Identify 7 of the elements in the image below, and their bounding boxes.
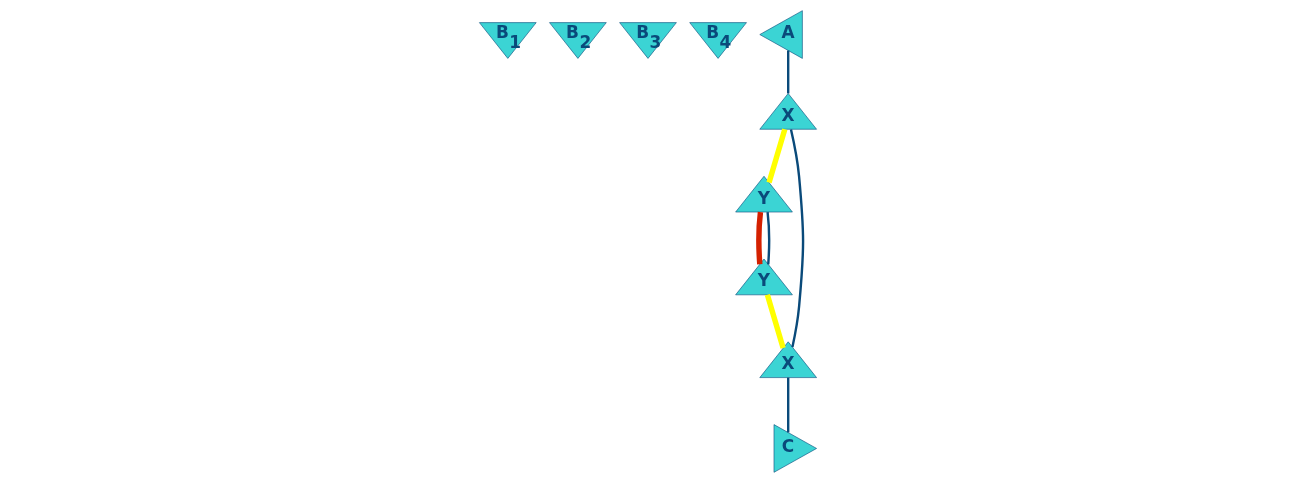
connector	[766, 211, 771, 265]
connector	[786, 377, 790, 433]
connector	[789, 129, 805, 348]
connector	[786, 50, 790, 94]
connector	[756, 211, 764, 265]
connector	[766, 128, 788, 184]
connector	[764, 294, 786, 349]
